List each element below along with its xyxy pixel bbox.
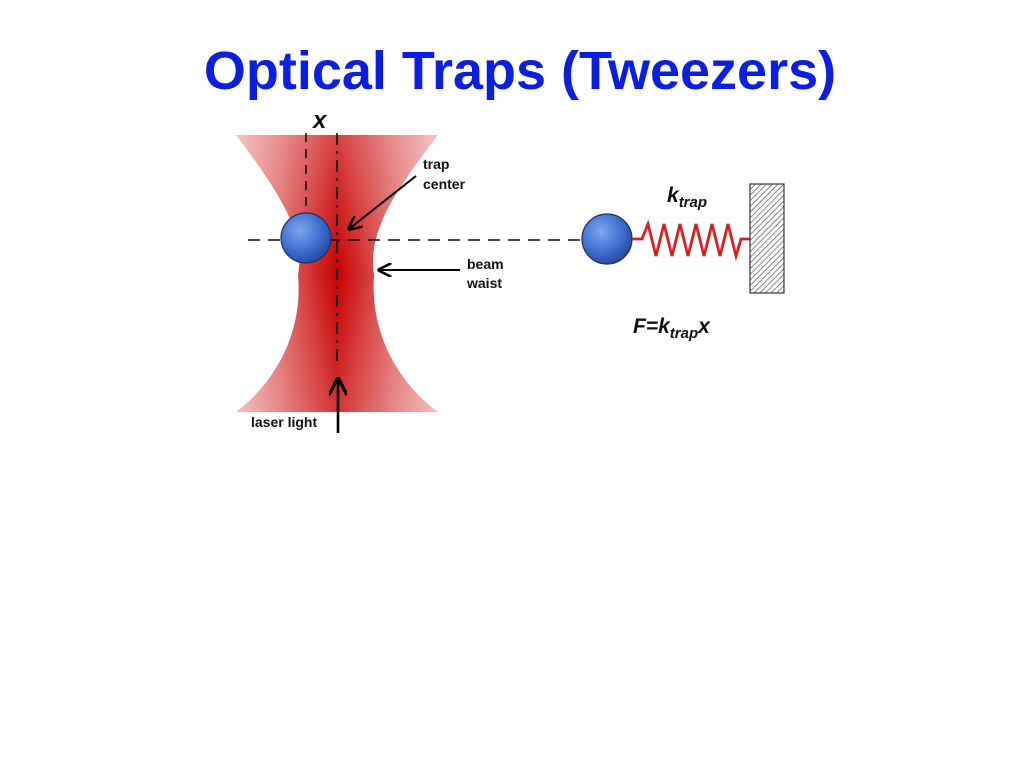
beam-waist-label-line1: beam [467, 256, 504, 272]
trap-center-label-line1: trap [423, 156, 449, 172]
laser-light-label: laser light [251, 414, 317, 430]
force-equation-subscript: trap [670, 325, 698, 342]
spring-constant-subscript: trap [679, 194, 707, 211]
trap-center-label-line2: center [423, 176, 466, 192]
displacement-x-label: x [311, 107, 328, 134]
spring [632, 224, 750, 256]
force-equation-label: F=ktrapx [633, 315, 711, 342]
force-equation-x: x [697, 315, 711, 338]
fixed-wall [750, 184, 784, 293]
trapped-bead [281, 213, 331, 263]
beam-waist-label-line2: waist [466, 275, 502, 291]
force-equation-lhs: F=k [633, 315, 671, 338]
spring-model-bead [582, 214, 632, 264]
spring-constant-label: ktrap [667, 184, 707, 211]
